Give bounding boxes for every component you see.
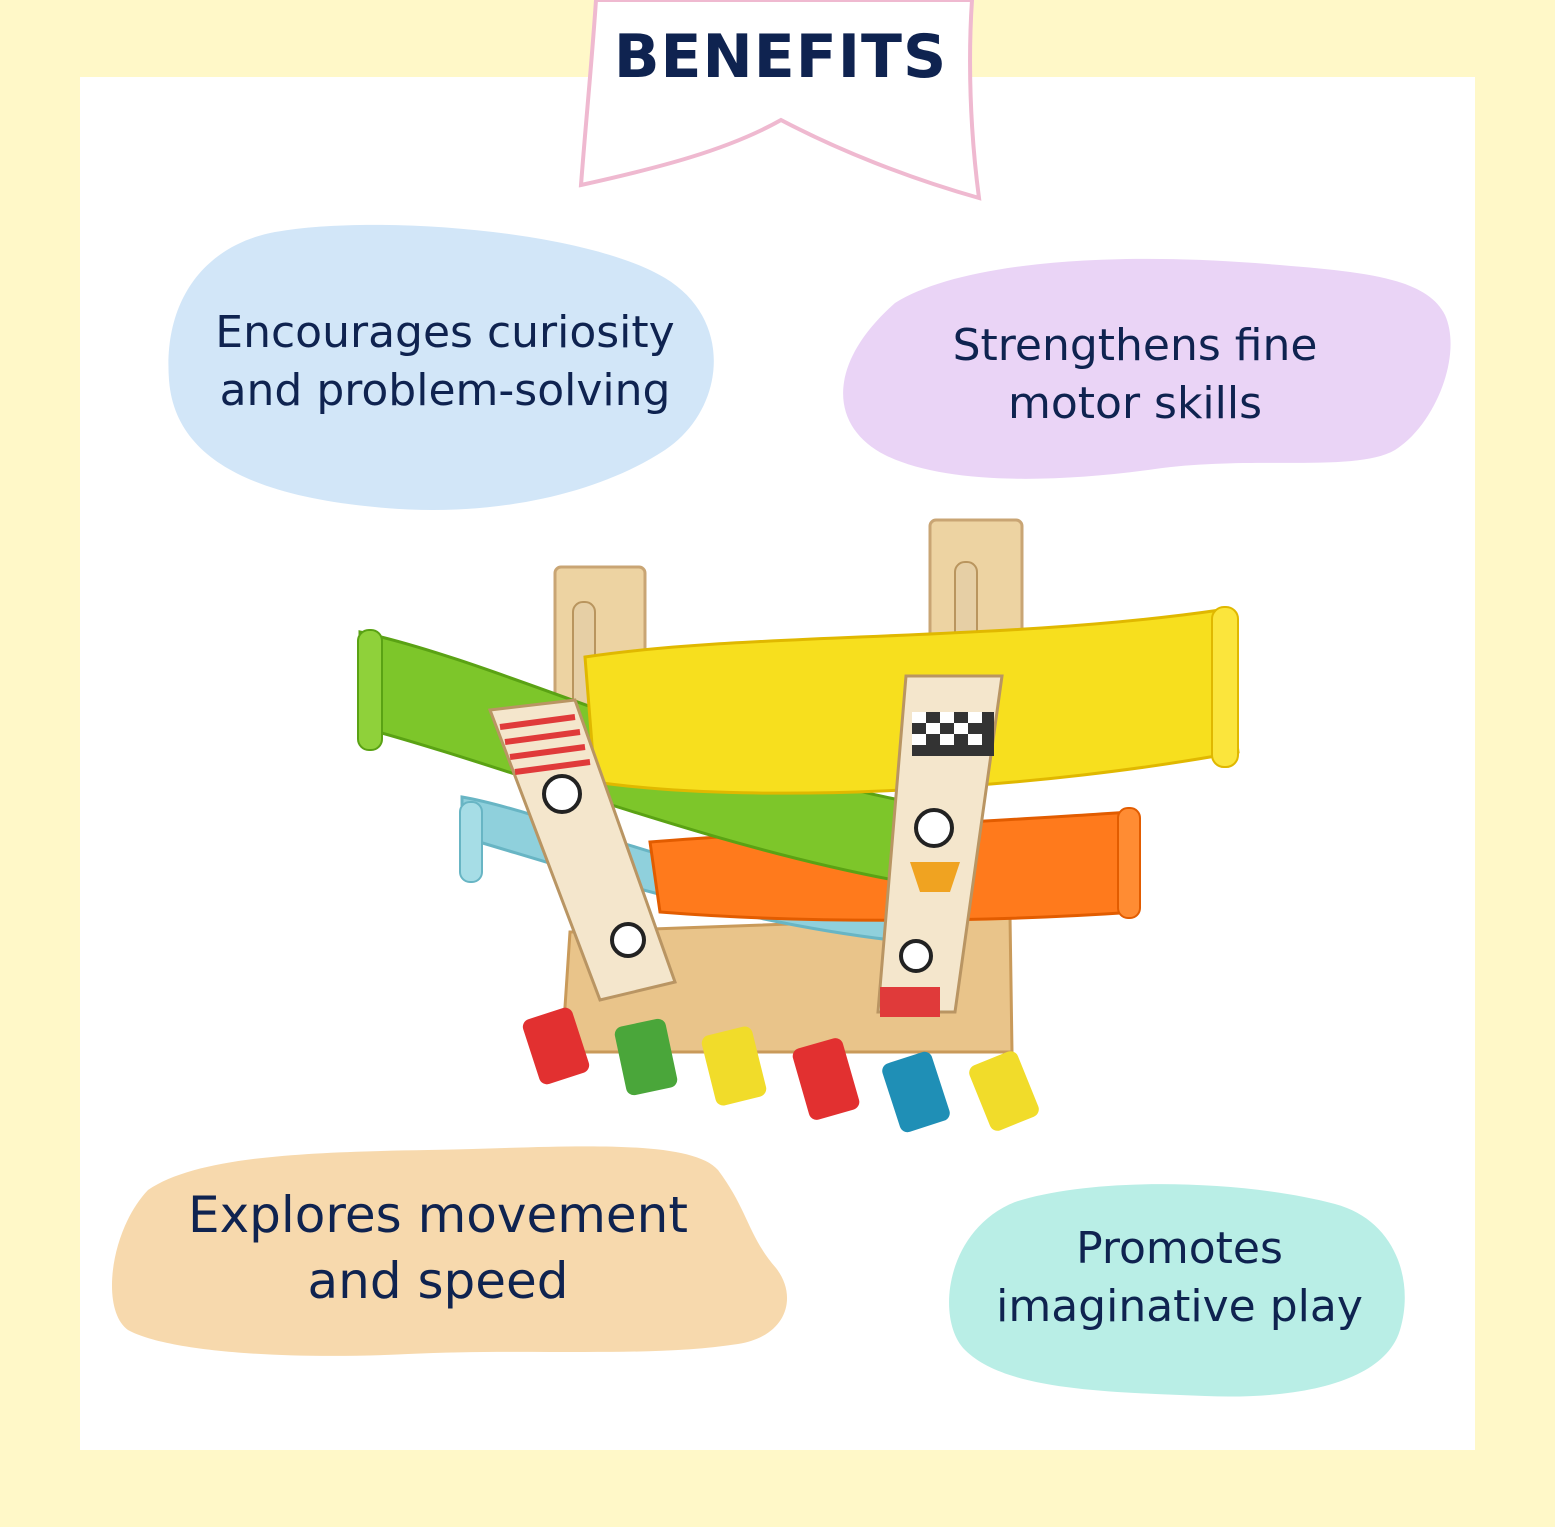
page-title: BENEFITS [613,22,948,92]
ribbon-shape [578,0,982,201]
ramp-yellow-end [1211,606,1239,768]
flag-square [968,734,982,745]
benefit-line: and speed [307,1252,569,1310]
ramp-racer-illustration [357,518,1240,1133]
flag-square [954,723,968,734]
number-badge-1 [542,774,582,814]
toy-car-red-2 [792,1038,860,1120]
benefit-line: Encourages curiosity [215,307,675,358]
benefit-bubble-movement: Explores movement and speed [108,1140,788,1360]
number-badge-2 [610,922,646,958]
flag-square [940,712,954,723]
flag-square [912,712,926,723]
benefit-bubble-curiosity: Encourages curiosity and problem-solving [165,220,725,515]
flag-square [968,712,982,723]
benefits-ribbon: BENEFITS [578,0,983,205]
toy-car-red-1 [522,1007,590,1085]
benefit-text-curiosity: Encourages curiosity and problem-solving [165,304,725,420]
benefit-line: motor skills [1007,378,1263,430]
toy-car-yellow-1 [701,1026,767,1106]
blob-shape-blue [168,224,714,510]
number-badge-3 [914,808,954,848]
chevron-stripes [499,714,591,775]
benefit-bubble-imaginative: Promotes imaginative play [945,1180,1410,1402]
blob-shape-teal [949,1184,1405,1397]
benefit-text-imaginative: Promotes imaginative play [947,1220,1412,1336]
toy-car-green [614,1018,678,1096]
benefit-line: Strengthens fine [952,320,1318,371]
toy-car-blue [882,1051,950,1133]
number-badge-4 [899,939,933,973]
ramp-orange-end [1117,807,1141,919]
benefit-text-motor-skills: Strengthens fine motor skills [825,317,1445,433]
trophy-icon [910,862,960,892]
benefit-line: Promotes [1076,1223,1283,1274]
benefit-line: and problem-solving [219,365,671,417]
flag-square [940,734,954,745]
toy-car-yellow-2 [969,1051,1039,1131]
benefit-line: Explores movement [188,1186,688,1244]
ramp-green-end [357,629,383,751]
product-image [350,512,1250,1152]
flag-square [926,723,940,734]
gas-sign [880,987,940,1017]
benefit-bubble-motor-skills: Strengthens fine motor skills [835,255,1455,485]
benefit-line: imaginative play [996,1281,1363,1333]
flag-square [912,734,926,745]
blob-shape-purple [843,258,1451,479]
ramp-blue-end [459,801,483,883]
benefit-text-movement: Explores movement and speed [98,1182,778,1314]
blob-shape-orange [111,1146,788,1356]
